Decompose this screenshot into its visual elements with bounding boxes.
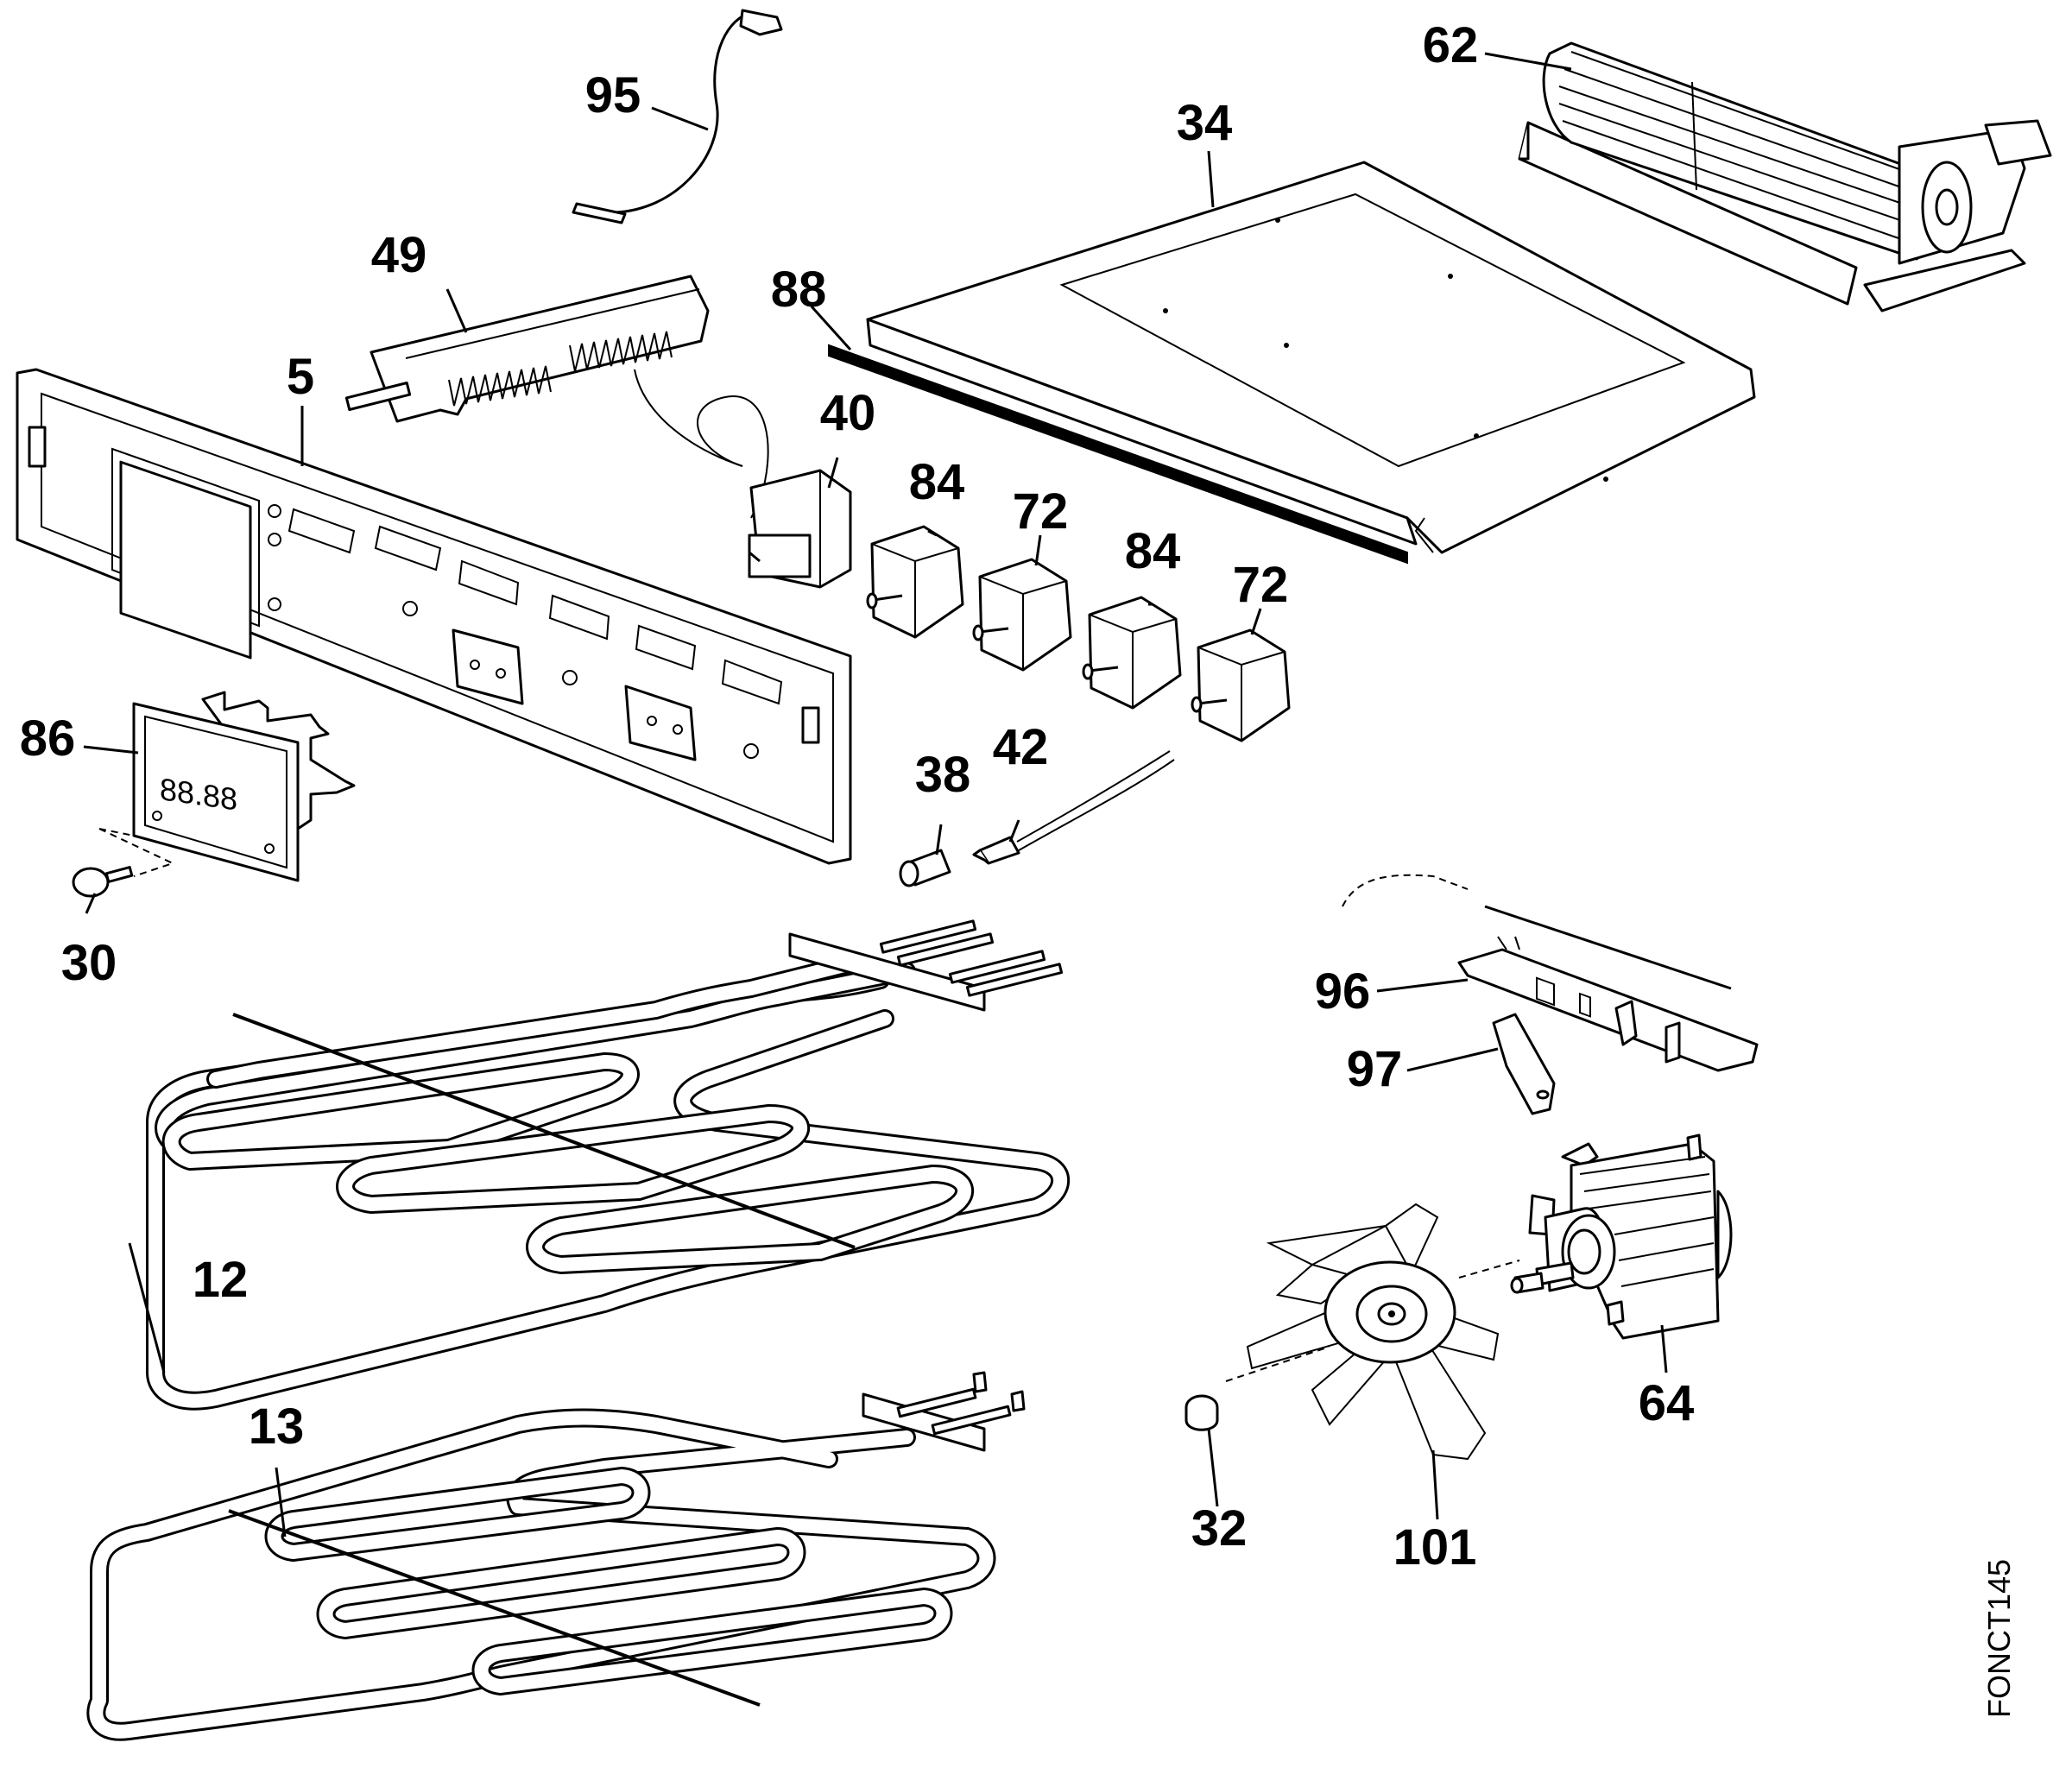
label-42: 42	[993, 719, 1049, 775]
label-95: 95	[585, 67, 641, 123]
label-49: 49	[371, 227, 427, 283]
label-88: 88	[771, 262, 827, 318]
drawing-code: FONCT145	[1981, 1559, 2017, 1718]
timer-display-86: 88.88	[98, 691, 356, 882]
label-97: 97	[1347, 1041, 1403, 1097]
tangential-fan-62	[1518, 41, 2052, 313]
nut-32	[1184, 1394, 1219, 1431]
label-40: 40	[820, 385, 876, 441]
fan-blade-101	[1225, 1203, 1520, 1461]
label-84a: 84	[909, 454, 965, 510]
heating-element-12	[146, 919, 1071, 1411]
label-86: 86	[20, 710, 76, 767]
top-plate-34	[866, 161, 1756, 554]
knob-30	[72, 866, 134, 898]
label-101: 101	[1393, 1519, 1477, 1575]
thermostat-40	[697, 395, 852, 589]
label-72b: 72	[1233, 557, 1289, 613]
heating-element-13	[86, 1371, 1026, 1741]
control-panel-5	[16, 368, 852, 865]
label-5: 5	[287, 349, 314, 405]
selector-switch-49	[344, 275, 743, 467]
switch-84b	[1082, 596, 1182, 710]
switch-72a	[972, 558, 1072, 672]
lamp-holder-38	[899, 849, 951, 887]
bracket-96	[1342, 874, 1759, 1072]
clip-97	[1492, 1013, 1556, 1115]
label-72a: 72	[1013, 483, 1069, 540]
label-34: 34	[1177, 95, 1233, 151]
leader-lines	[83, 52, 1668, 1538]
label-62: 62	[1423, 17, 1479, 73]
label-32: 32	[1191, 1500, 1248, 1556]
label-96: 96	[1315, 963, 1371, 1020]
label-30: 30	[61, 935, 117, 991]
label-12: 12	[193, 1252, 249, 1308]
switch-72b	[1191, 628, 1291, 742]
sensor-cable-95	[572, 9, 783, 224]
fan-motor-64	[1510, 1133, 1733, 1340]
label-84b: 84	[1125, 523, 1181, 579]
label-13: 13	[249, 1399, 305, 1455]
switch-84a	[866, 525, 964, 639]
label-38: 38	[915, 747, 971, 803]
lamp-bulb-42	[972, 750, 1175, 865]
seal-strip-88	[828, 344, 1408, 565]
part-labels: 5 12 13 30 32 34 38 40 42 49 62 64 72 72…	[20, 17, 1695, 1575]
label-64: 64	[1639, 1375, 1695, 1431]
